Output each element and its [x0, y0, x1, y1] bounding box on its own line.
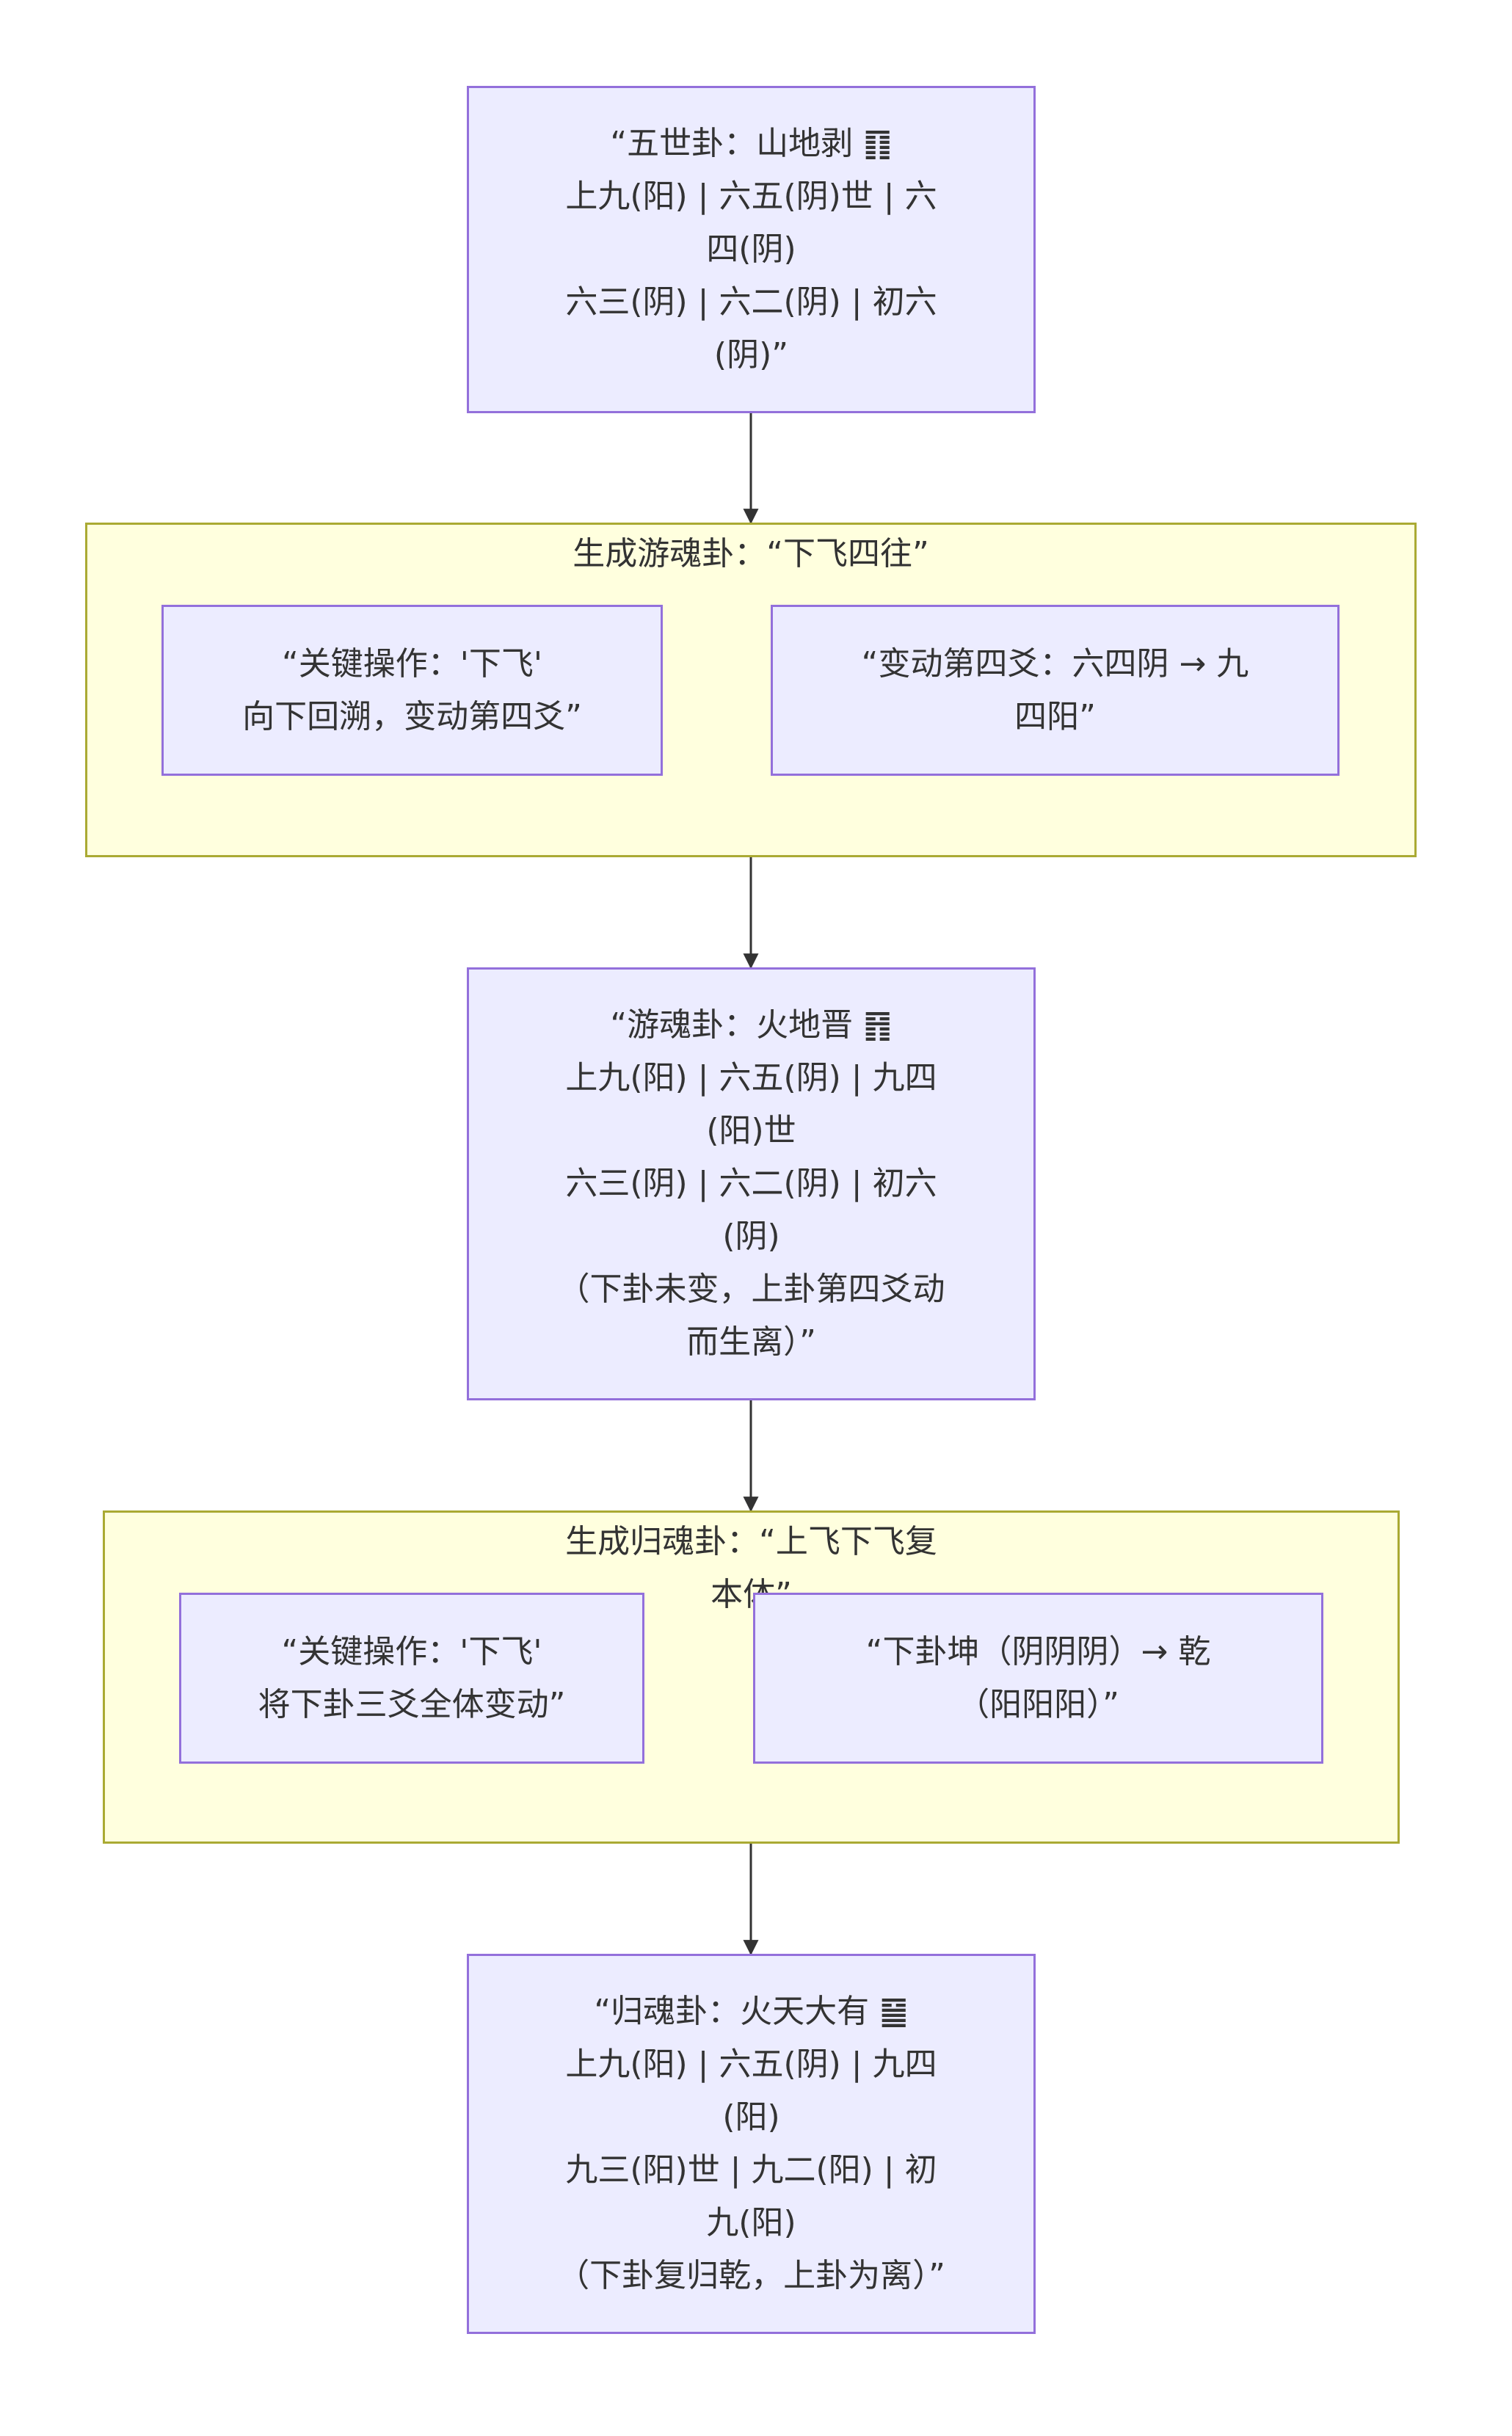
node-jin-line: (阴) [722, 1218, 780, 1255]
node-bo-hexagram: “五世卦：山地剥 ䷖ 上九(阳) | 六五(阴)世 | 六 四(阴) 六三(阴)… [467, 86, 1036, 413]
node-dayou-line: （下卦复归乾，上卦为离）” [557, 2257, 945, 2294]
node-dayou-line: 九三(阳)世 | 九二(阳) | 初 [565, 2151, 937, 2189]
node-youhun-operation-line: “关键操作：'下飞' [281, 644, 542, 683]
node-jin-line: “游魂卦：火地晋 ䷢ [610, 1006, 893, 1044]
node-youhun-change-line: “变动第四爻：六四阴 → 九 [861, 644, 1249, 683]
node-youhun-change: “变动第四爻：六四阴 → 九 四阳” [771, 605, 1340, 776]
node-guihun-change: “下卦坤（阴阴阴）→ 乾 （阳阳阳）” [753, 1593, 1323, 1764]
node-dayou-line: (阳) [722, 2098, 780, 2136]
node-dayou-line: 上九(阳) | 六五(阴) | 九四 [565, 2046, 937, 2083]
node-guihun-change-line: （阳阳阳）” [957, 1685, 1119, 1723]
node-jin-line: (阳)世 [706, 1112, 796, 1149]
node-guihun-operation-line: “关键操作：'下飞' [281, 1632, 542, 1670]
node-guihun-operation-line: 将下卦三爻全体变动” [258, 1685, 566, 1723]
node-bo-line: (阴)” [713, 336, 789, 374]
node-bo-line: “五世卦：山地剥 ䷖ [610, 125, 893, 162]
node-youhun-change-line: 四阳” [1014, 697, 1096, 735]
node-dayou-line: 九(阳) [706, 2204, 796, 2242]
node-guihun-change-text: “下卦坤（阴阴阴）→ 乾 （阳阳阳）” [837, 1626, 1240, 1731]
node-guihun-change-line: “下卦坤（阴阴阴）→ 乾 [865, 1632, 1211, 1670]
node-jin-line: 六三(阴) | 六二(阴) | 初六 [565, 1165, 937, 1202]
node-youhun-operation-text: “关键操作：'下飞' 向下回溯，变动第四爻” [213, 638, 611, 743]
node-jin-line: 上九(阳) | 六五(阴) | 九四 [565, 1059, 937, 1097]
node-dayou-hexagram: “归魂卦：火天大有 ䷍ 上九(阳) | 六五(阴) | 九四 (阳) 九三(阳)… [467, 1954, 1036, 2334]
cluster-youhun-title-line: 生成游魂卦：“下飞四往” [573, 535, 929, 572]
node-dayou-text: “归魂卦：火天大有 ䷍ 上九(阳) | 六五(阴) | 九四 (阳) 九三(阳)… [528, 1985, 975, 2302]
node-youhun-operation-line: 向下回溯，变动第四爻” [242, 697, 582, 735]
node-guihun-operation-text: “关键操作：'下飞' 将下卦三爻全体变动” [229, 1626, 595, 1731]
node-bo-line: 六三(阴) | 六二(阴) | 初六 [565, 283, 937, 321]
node-bo-line: 四(阴) [706, 230, 796, 268]
node-bo-line: 上九(阳) | 六五(阴)世 | 六 [565, 178, 937, 215]
node-bo-text: “五世卦：山地剥 ䷖ 上九(阳) | 六五(阴)世 | 六 四(阴) 六三(阴)… [536, 117, 966, 382]
node-dayou-line: “归魂卦：火天大有 ䷍ [594, 1993, 909, 2030]
node-jin-hexagram: “游魂卦：火地晋 ䷢ 上九(阳) | 六五(阴) | 九四 (阳)世 六三(阴)… [467, 967, 1036, 1400]
node-jin-line: （下卦未变，上卦第四爻动 [557, 1270, 945, 1308]
node-youhun-operation: “关键操作：'下飞' 向下回溯，变动第四爻” [161, 605, 663, 776]
node-jin-line: 而生离）” [686, 1323, 816, 1361]
node-jin-text: “游魂卦：火地晋 ䷢ 上九(阳) | 六五(阴) | 九四 (阳)世 六三(阴)… [528, 999, 975, 1369]
node-guihun-operation: “关键操作：'下飞' 将下卦三爻全体变动” [179, 1593, 644, 1764]
cluster-guihun-title-line: 生成归魂卦：“上飞下飞复 [565, 1523, 937, 1560]
cluster-youhun-title: 生成游魂卦：“下飞四往” [87, 528, 1414, 581]
node-youhun-change-text: “变动第四爻：六四阴 → 九 四阳” [832, 638, 1279, 743]
